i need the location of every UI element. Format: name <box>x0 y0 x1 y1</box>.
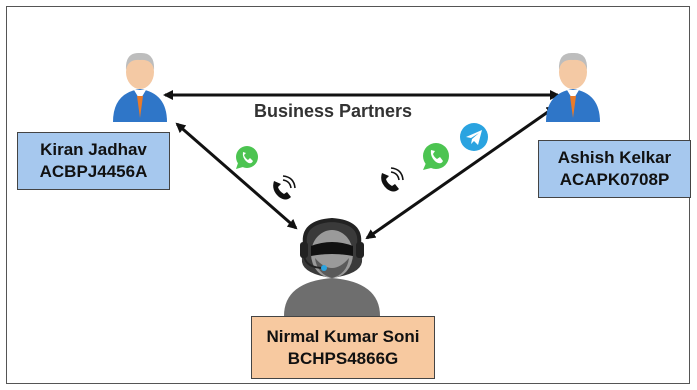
person-icon <box>546 52 600 122</box>
arrow-left-to-bottom <box>175 122 298 230</box>
person-name: Ashish Kelkar <box>557 148 672 167</box>
person-name: Nirmal Kumar Soni <box>266 326 420 346</box>
business-partners-label: Business Partners <box>254 101 413 121</box>
phone-call-icon <box>381 167 404 192</box>
telegram-icon <box>460 123 488 151</box>
person-name: Kiran Jadhav <box>40 140 147 159</box>
hooded-person-icon <box>284 217 380 316</box>
arrow-right-to-bottom <box>365 105 557 240</box>
whatsapp-icon <box>236 146 258 169</box>
person-box-ashish: Ashish Kelkar ACAPK0708P <box>538 140 691 198</box>
whatsapp-icon <box>423 143 449 170</box>
person-id: ACBPJ4456A <box>39 162 148 181</box>
person-id: BCHPS4866G <box>287 348 399 368</box>
person-box-kiran: Kiran Jadhav ACBPJ4456A <box>17 132 170 190</box>
person-box-nirmal: Nirmal Kumar Soni BCHPS4866G <box>251 316 435 379</box>
phone-call-icon <box>273 175 296 200</box>
person-id: ACAPK0708P <box>559 170 670 189</box>
person-icon <box>113 52 167 122</box>
